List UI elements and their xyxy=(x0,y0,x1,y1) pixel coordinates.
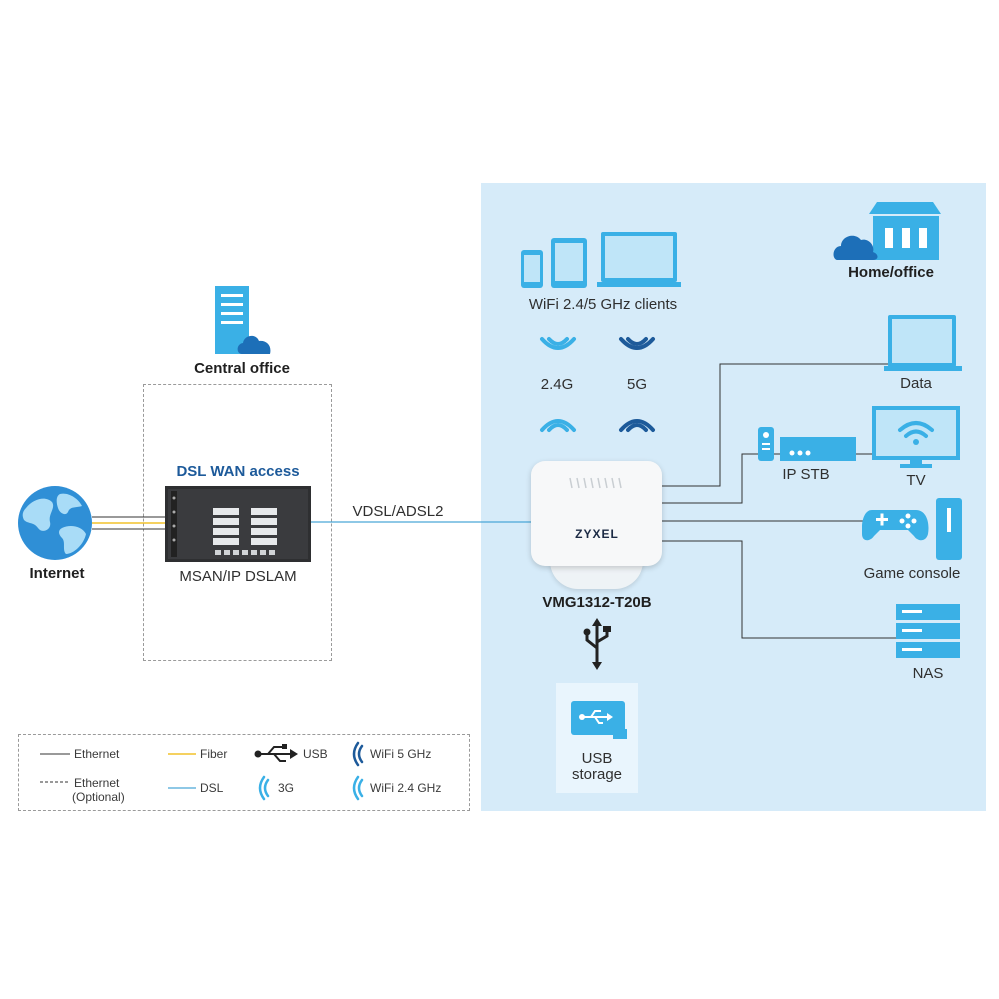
internet-label: Internet xyxy=(29,565,85,582)
set-top-box-icon xyxy=(758,427,856,461)
dslam-chassis-icon xyxy=(165,486,311,562)
router-brand-label: ZYXEL xyxy=(575,527,619,541)
tv-label: TV xyxy=(906,472,926,489)
legend-3g-icon xyxy=(258,775,270,801)
game-console-label: Game console xyxy=(863,565,961,582)
legend-wifi5-icon xyxy=(352,741,364,767)
dsl-wan-access-title: DSL WAN access xyxy=(176,463,300,480)
router-device xyxy=(531,461,662,566)
legend-fiber-label: Fiber xyxy=(200,747,228,761)
globe-icon xyxy=(18,486,92,560)
wifi-clients-icon xyxy=(521,232,681,288)
ethernet-line-nas xyxy=(662,540,896,639)
wifi-24-down-icon xyxy=(540,337,576,350)
legend-ethernet-optional-label-2: (Optional) xyxy=(72,790,125,804)
nas-icon xyxy=(896,604,960,658)
tv-icon xyxy=(872,406,960,468)
usb-trident-icon xyxy=(583,618,611,670)
data-label: Data xyxy=(900,375,932,392)
usb-storage-label-2: storage xyxy=(571,766,623,783)
nas-label: NAS xyxy=(912,665,944,682)
legend-ethernet-optional-label-1: Ethernet xyxy=(74,776,120,790)
wifi-5-down-icon xyxy=(619,337,655,350)
legend-dsl-label: DSL xyxy=(200,781,224,795)
central-office-label: Central office xyxy=(194,360,290,377)
ip-stb-label: IP STB xyxy=(782,466,830,483)
game-console-icon xyxy=(862,498,962,560)
wifi-5-up-icon xyxy=(619,419,655,432)
legend-wifi5-label: WiFi 5 GHz xyxy=(370,747,432,761)
router-model-label: VMG1312-T20B xyxy=(542,594,652,611)
home-office-label: Home/office xyxy=(848,264,934,281)
legend-wifi24-label: WiFi 2.4 GHz xyxy=(370,781,442,795)
ethernet-line-data xyxy=(662,363,888,487)
usb-storage-label-1: USB xyxy=(581,750,613,767)
band-24-label: 2.4G xyxy=(540,376,574,393)
msan-label: MSAN/IP DSLAM xyxy=(179,568,297,585)
legend-usb-label: USB xyxy=(303,747,328,761)
wifi-clients-label: WiFi 2.4/5 GHz clients xyxy=(528,296,678,313)
wifi-24-up-icon xyxy=(540,419,576,432)
legend-3g-label: 3G xyxy=(278,781,295,795)
vdsl-label: VDSL/ADSL2 xyxy=(352,503,444,520)
usb-drive-icon xyxy=(571,701,627,739)
router-vents xyxy=(569,477,622,489)
legend-symbols xyxy=(40,741,364,801)
legend-usb-icon xyxy=(254,744,298,762)
server-cloud-icon xyxy=(215,286,271,354)
band-5-label: 5G xyxy=(626,376,648,393)
legend-box xyxy=(18,734,470,811)
legend-ethernet-label: Ethernet xyxy=(74,747,120,761)
legend-wifi24-icon xyxy=(352,775,364,801)
laptop-icon xyxy=(884,315,962,371)
house-cloud-icon xyxy=(833,202,941,260)
